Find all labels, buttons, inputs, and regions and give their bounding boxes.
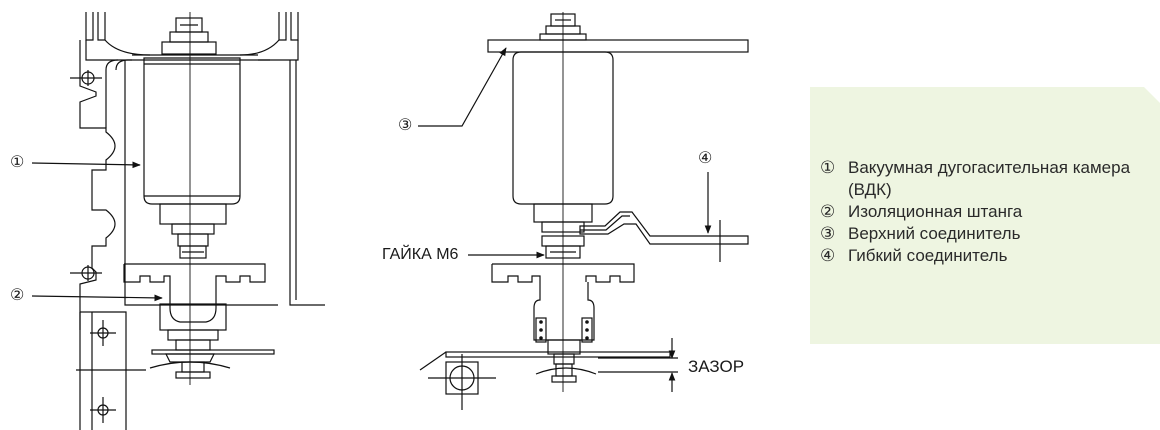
upper-connector-plate [487,39,749,53]
callout-2-label: ② [10,287,25,304]
legend-item: ③ Верхний соединитель [820,223,1160,245]
legend-item-text: Гибкий соединитель [848,246,1008,265]
top-bracket [85,12,299,61]
callout-1-label: ① [10,154,25,171]
legend-list: ① Вакуумная дугогасительная камера (ВДК)… [820,157,1160,267]
pivot-square [428,354,496,410]
legend-item-number: ② [820,202,836,221]
left-fork [123,263,266,323]
legend-item: ① Вакуумная дугогасительная камера (ВДК) [820,157,1160,201]
callout-2-arrow [31,294,163,302]
left-lower-plate [76,311,146,430]
legend-item: ② Изоляционная штанга [820,201,1160,223]
callout-4-label: ④ [698,150,713,167]
callout-1-arrow [31,161,141,169]
callout-3-label: ③ [398,117,413,134]
left-frame [70,40,325,330]
callout-3-leader [418,47,507,127]
legend-item-text: Изоляционная штанга [848,202,1023,221]
left-top-bolt [161,17,217,55]
legend-item-number: ③ [820,224,836,243]
flexible-connector [579,211,749,245]
legend-item-text: Верхний соединитель [848,224,1021,243]
legend-item-number: ① [820,158,836,177]
gap-dimension [598,338,678,392]
nut-m6-label: ГАЙКА М6 [382,246,459,263]
left-insulating-rod [149,303,275,379]
legend-item: ④ Гибкий соединитель [820,245,1160,267]
legend-item-text: Вакуумная дугогасительная камера (ВДК) [848,158,1131,199]
middle-rod-lower [419,339,671,383]
middle-assembly-drawing [418,12,749,410]
left-vacuum-chamber [143,57,241,259]
legend-item-number: ④ [820,246,836,265]
gap-label: ЗАЗОР [688,357,745,376]
legend-panel: ① Вакуумная дугогасительная камера (ВДК)… [810,87,1160,344]
left-assembly-drawing [31,12,325,430]
